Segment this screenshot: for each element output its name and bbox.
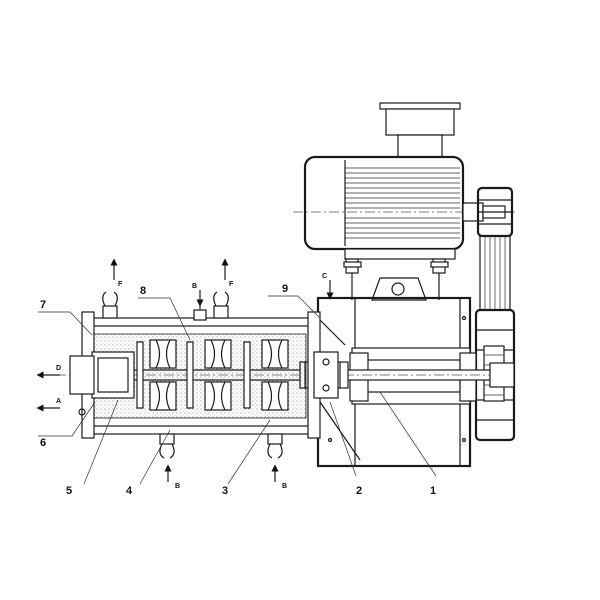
mixing-blades (136, 339, 289, 411)
flow-arrows (36, 258, 334, 482)
flow-label-c: C (322, 273, 327, 280)
flow-label-a: A (56, 398, 61, 405)
belt-drive (474, 186, 516, 442)
flow-label-f-right: F (229, 281, 234, 288)
flow-label-b-top: B (192, 283, 197, 290)
leader-lines (38, 295, 437, 485)
mixing-barrel (69, 311, 339, 439)
motor-fins (344, 160, 460, 246)
flow-label-b-right: B (282, 483, 287, 490)
callout-2: 2 (356, 485, 362, 497)
callout-4: 4 (126, 485, 133, 497)
bearing-housing (316, 296, 477, 468)
callout-5: 5 (66, 485, 72, 497)
callout-3: 3 (222, 485, 228, 497)
flow-label-f-left: F (118, 281, 123, 288)
callout-9: 9 (282, 283, 288, 295)
callout-8: 8 (140, 285, 146, 297)
bottom-nozzles (159, 433, 283, 459)
callout-1: 1 (430, 485, 436, 497)
top-nozzles (102, 291, 229, 321)
motor (293, 102, 515, 301)
flow-label-b-left: B (175, 483, 180, 490)
callout-6: 6 (40, 437, 46, 449)
callout-7: 7 (40, 299, 46, 311)
flow-label-d: D (56, 365, 61, 372)
